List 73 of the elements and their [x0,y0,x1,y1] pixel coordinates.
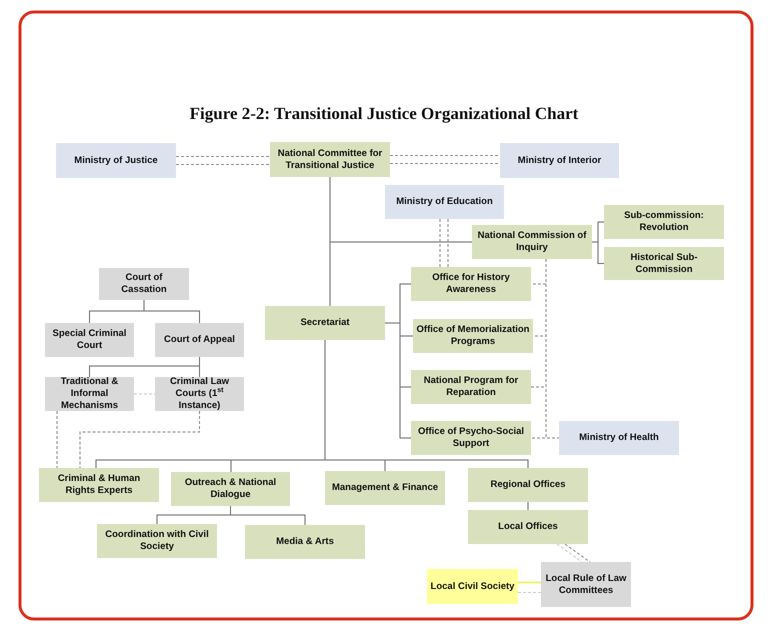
org-unit-box [468,510,588,544]
org-unit-box [411,421,531,455]
unit-label: Special Criminal Court [52,328,128,352]
unit-label: National Committee for Transitional Justice [276,148,384,172]
connector-line [564,544,590,562]
org-unit-box [468,468,588,502]
unit-label: Criminal Law Courts (1$^{st}$ Instance) [168,376,230,412]
court-box [155,323,244,357]
court-box [45,323,134,357]
connector-line [324,340,528,468]
connector-line [199,356,200,378]
unit-label: Secretariat [300,317,350,329]
org-unit-box [39,468,159,502]
connector-line [518,592,542,593]
court-box [99,268,189,300]
org-unit-box [325,471,445,505]
unit-label: Outreach & National Dialogue [184,477,278,501]
connector-line [80,410,200,468]
unit-label: Coordination with Civil Society [104,529,210,553]
unit-label: National Commission of Inquiry [476,230,588,254]
org-unit-box [171,472,290,506]
court-box [45,377,134,411]
org-unit-box [245,525,365,559]
connector-line [592,242,604,264]
connector-line [56,410,58,468]
unit-label: Media & Arts [276,536,334,548]
unit-label: Office for History Awareness [431,272,511,296]
unit-label: Office of Memorialization Programs [416,324,530,348]
org-unit-box [604,247,724,280]
connector-line [384,322,412,438]
connector-line [390,163,500,164]
unit-label: Regional Offices [490,479,566,491]
ministry-box [559,421,679,455]
civil-society-box [427,569,518,604]
connector-line [230,506,306,526]
connector-line [176,156,270,157]
unit-label: Ministry of Interior [518,154,602,166]
org-unit-box [604,205,724,239]
unit-label: Criminal & Human Rights Experts [56,473,142,497]
org-unit-box [97,524,217,558]
org-unit-box [411,267,531,301]
unit-label: Management & Finance [332,482,438,494]
unit-label: Historical Sub-Commission [629,252,699,276]
connector-line [176,164,270,165]
chart-title: Figure 2-2: Transitional Justice Organizational Chart [190,104,578,123]
ministry-box [500,143,619,178]
connector-line [546,258,560,438]
connector-line [144,300,200,324]
unit-label: National Program for Reparation [422,375,520,399]
unit-label: Ministry of Justice [74,154,158,166]
unit-label: Ministry of Health [579,432,659,444]
connector-line [330,176,472,242]
court-box [155,377,244,411]
org-unit-box [413,319,533,353]
unit-label: Court of Appeal [164,334,235,346]
unit-label: Local Offices [498,521,558,533]
court-box [541,562,631,607]
org-unit-box [472,225,592,259]
connector-line [518,582,541,584]
unit-label: Office of Psycho-Social Support [416,426,526,450]
ministry-box [56,143,176,178]
unit-label: Ministry of Education [396,196,493,208]
unit-label: Traditional & Informal Mechanisms [60,376,120,412]
unit-label: Court of Cassation [120,272,168,296]
unit-label: Local Civil Society [430,580,514,592]
org-unit-box [411,370,531,404]
org-unit-box [265,306,385,340]
connector-line [556,544,582,562]
connector-line [390,155,500,156]
unit-label: Local Rule of Law Committees [544,572,628,596]
ministry-box [385,185,504,219]
unit-label: Sub-commission: Revolution [623,210,705,234]
org-unit-box [270,142,390,177]
